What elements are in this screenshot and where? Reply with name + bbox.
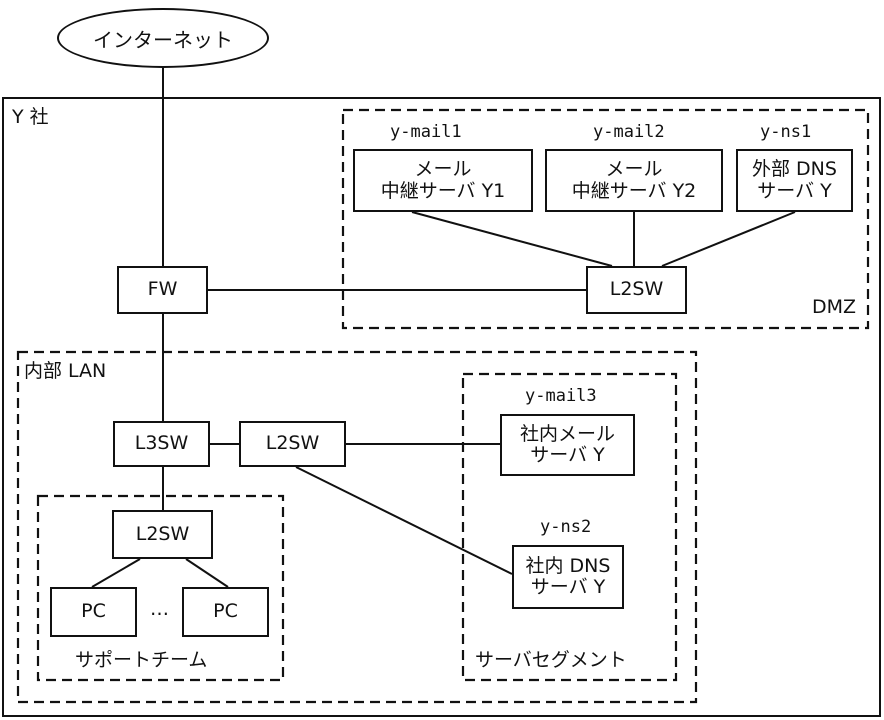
ns1-line1: 外部 DNS: [752, 158, 837, 181]
ns2-server: 社内 DNS サーバ Y: [512, 545, 624, 609]
mail1-line2: 中継サーバ Y1: [380, 179, 506, 202]
mail1-hostname: y-mail1: [390, 122, 462, 142]
l3sw-label: L3SW: [134, 432, 189, 455]
ns1-line2: サーバ Y: [757, 179, 832, 202]
dmz-l2sw-label: L2SW: [609, 278, 664, 301]
company-label: Y 社: [12, 106, 49, 128]
lan-boundary: [16, 350, 698, 704]
link-dmzl2sw-ns1: [661, 211, 796, 267]
support-boundary: [36, 494, 285, 682]
pc-label-1: PC: [81, 600, 106, 623]
server-segment-label: サーバセグメント: [475, 649, 627, 671]
link-l2sw-ns2: [295, 466, 513, 575]
lan-label: 内部 LAN: [24, 360, 107, 382]
ns2-line1: 社内 DNS: [525, 554, 611, 577]
link-support-l2sw-pc1: [91, 558, 141, 588]
lan-l2sw-label: L2SW: [265, 432, 320, 455]
support-label: サポートチーム: [75, 649, 208, 671]
ns2-line2: サーバ Y: [530, 576, 606, 598]
ns1-server: 外部 DNS サーバ Y: [736, 149, 853, 212]
support-l2sw-label: L2SW: [135, 522, 190, 545]
lan-l2sw-node: L2SW: [239, 421, 346, 467]
mail3-line2: サーバ Y: [530, 444, 605, 466]
link-dmzl2sw-mail1: [411, 211, 613, 267]
mail2-line2: 中継サーバ Y2: [571, 179, 697, 202]
firewall-node: FW: [117, 266, 208, 314]
mail2-server: メール 中継サーバ Y2: [545, 149, 723, 212]
dmz-l2sw-node: L2SW: [586, 266, 687, 314]
dmz-boundary: [341, 108, 870, 330]
pc-node-2: PC: [182, 587, 269, 637]
mail2-line1: メール: [605, 158, 663, 181]
mail3-server: 社内メール サーバ Y: [500, 414, 635, 476]
company-boundary: [2, 97, 881, 717]
mail3-hostname: y-mail3: [525, 386, 597, 406]
pc-ellipsis: …: [150, 598, 169, 620]
support-l2sw-node: L2SW: [112, 510, 213, 559]
pc-label-2: PC: [213, 600, 238, 623]
mail1-line1: メール: [414, 158, 472, 181]
internet-node: インターネット: [57, 8, 269, 68]
internet-label: インターネット: [93, 27, 233, 52]
mail1-server: メール 中継サーバ Y1: [353, 149, 533, 212]
ns2-hostname: y-ns2: [540, 517, 592, 537]
ns1-hostname: y-ns1: [760, 122, 812, 142]
l3sw-node: L3SW: [113, 421, 210, 467]
server-segment-boundary: [461, 372, 678, 682]
mail2-hostname: y-mail2: [593, 122, 665, 142]
mail3-line1: 社内メール: [519, 422, 615, 445]
dmz-label: DMZ: [812, 296, 857, 318]
link-support-l2sw-pc2: [185, 558, 229, 588]
pc-node-1: PC: [50, 587, 137, 637]
firewall-label: FW: [147, 278, 178, 301]
